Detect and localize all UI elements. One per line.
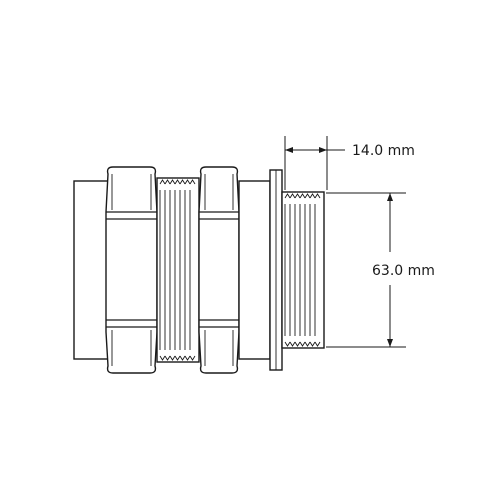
hex-nut-left <box>105 166 158 374</box>
dimension-thread-diameter: 63.0 mm <box>326 192 435 348</box>
center-thread <box>156 177 200 363</box>
pipe-tail <box>73 180 109 360</box>
dimension-thread-length: 14.0 mm <box>284 136 415 190</box>
hex-nut-right <box>198 166 240 374</box>
body-neck <box>238 180 271 360</box>
male-thread-end <box>281 191 325 349</box>
thread-length-label: 14.0 mm <box>352 143 415 159</box>
thread-diameter-label: 63.0 mm <box>372 263 435 279</box>
flange-plate <box>269 169 283 371</box>
